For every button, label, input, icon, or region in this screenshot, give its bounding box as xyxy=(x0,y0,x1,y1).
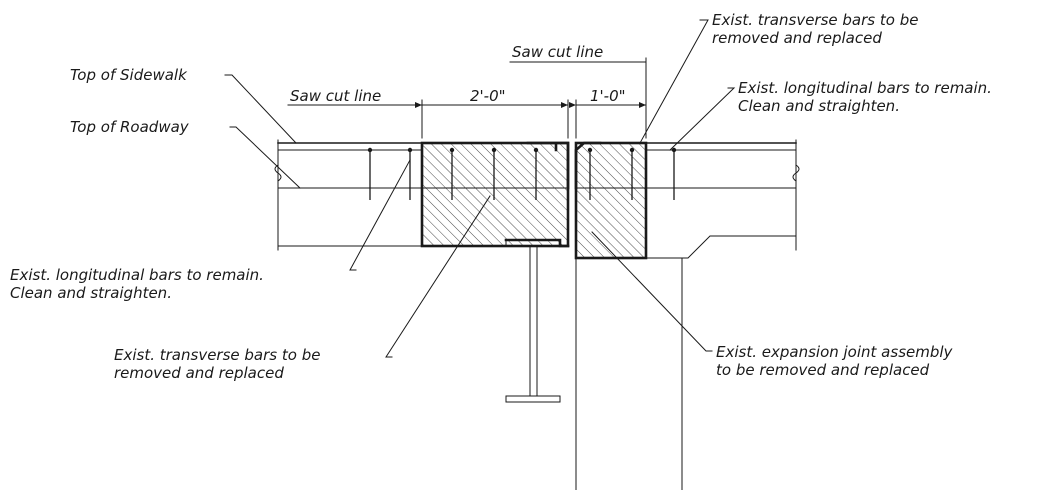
label-transverse-bars-top: Exist. transverse bars to be removed and… xyxy=(712,11,919,47)
label-top-of-sidewalk: Top of Sidewalk xyxy=(70,66,187,84)
label-top-of-roadway: Top of Roadway xyxy=(70,118,189,136)
label-expansion-joint: Exist. expansion joint assembly to be re… xyxy=(716,343,953,379)
transverse-bars xyxy=(369,150,675,200)
longitudinal-bars xyxy=(367,147,677,153)
dimension-1ft: 1'-0" xyxy=(590,87,626,105)
deck-slab-right xyxy=(645,139,800,259)
pier-wall xyxy=(575,257,683,490)
label-longitudinal-bars-left: Exist. longitudinal bars to remain. Clea… xyxy=(10,266,264,302)
removal-zone-right xyxy=(574,141,648,260)
label-saw-cut-left: Saw cut line xyxy=(290,87,382,105)
removal-zone-left xyxy=(420,141,570,248)
label-longitudinal-bars-right: Exist. longitudinal bars to remain. Clea… xyxy=(738,79,992,115)
steel-girder xyxy=(505,239,561,403)
label-saw-cut-right: Saw cut line xyxy=(512,43,604,61)
deck-slab-left xyxy=(274,139,423,251)
leader-lines xyxy=(224,19,736,358)
label-transverse-bars-bottom: Exist. transverse bars to be removed and… xyxy=(114,346,321,382)
dimension-2ft: 2'-0" xyxy=(470,87,506,105)
dimension-lines xyxy=(287,57,647,139)
